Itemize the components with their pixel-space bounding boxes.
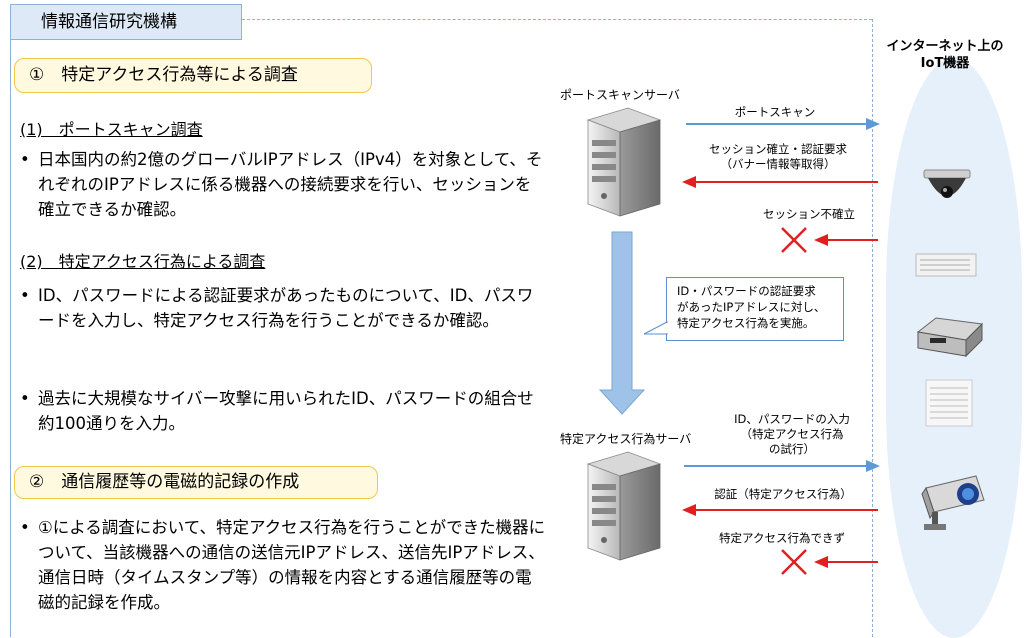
arrow-session [682,176,878,188]
label-session: セッション確立・認証要求 （バナー情報等取得） [709,142,847,171]
router-icon [915,253,977,277]
frame-left-border [10,40,11,637]
access-server-label: 特定アクセス行為サーバ [560,432,692,446]
label-fail: 特定アクセス行為できず [719,531,845,545]
section2-bullet: • ①による調査において、特定アクセス行為を行うことができた機器について、当該機… [20,515,545,619]
bullet-dot: • [20,150,30,169]
arrow-no-session [814,234,878,246]
section2-label: ② 通信履歴等の電磁的記録の作成 [14,466,378,499]
access-server-icon [586,451,662,561]
org-title: 情報通信研究機構 [10,4,242,40]
arrow-auth [682,504,878,516]
callout-box: ID・パスワードの認証要求 があったIPアドレスに対し、 特定アクセス行為を実施… [666,277,844,341]
sub1-heading: (1) ポートスキャン調査 [20,120,203,139]
frame-right-border [872,19,873,637]
label-id-input: ID、パスワードの入力 （特定アクセス行為 の試行） [734,412,850,456]
down-flow-arrow [598,231,646,415]
sub2-bullet-1: • ID、パスワードによる認証要求があったものについて、ID、パスワードを入力し… [20,283,540,361]
section1-label: ① 特定アクセス行為等による調査 [14,58,372,93]
label-no-session: セッション不確立 [763,207,855,221]
portscan-server-icon [586,107,662,217]
portscan-server-label: ポートスキャンサーバ [560,88,680,102]
label-portscan: ポートスキャン [734,105,816,119]
label-auth: 認証（特定アクセス行為） [714,487,852,501]
dome-camera-icon [923,169,971,198]
cross-mark-icon [781,227,807,253]
recorder-device-icon [916,317,984,358]
bullet-dot: • [20,518,30,537]
security-camera-icon [921,475,985,530]
arrow-id-input [684,460,880,472]
display-device-icon [925,379,973,427]
arrow-fail [814,556,878,568]
frame-top-border [242,19,872,20]
bullet-dot: • [20,389,30,408]
sub2-bullet-2: • 過去に大規模なサイバー攻撃に用いられたID、パスワードの組合せ約100通りを… [20,386,540,438]
sub2-heading: (2) 特定アクセス行為による調査 [20,252,266,271]
arrow-portscan [686,118,880,130]
bullet-dot: • [20,286,30,305]
sub1-bullet: • 日本国内の約2億のグローバルIPアドレス（IPv4）を対象として、それぞれの… [20,147,542,225]
iot-title: インターネット上の IoT機器 [886,39,1004,71]
cross-mark-icon [781,549,807,575]
